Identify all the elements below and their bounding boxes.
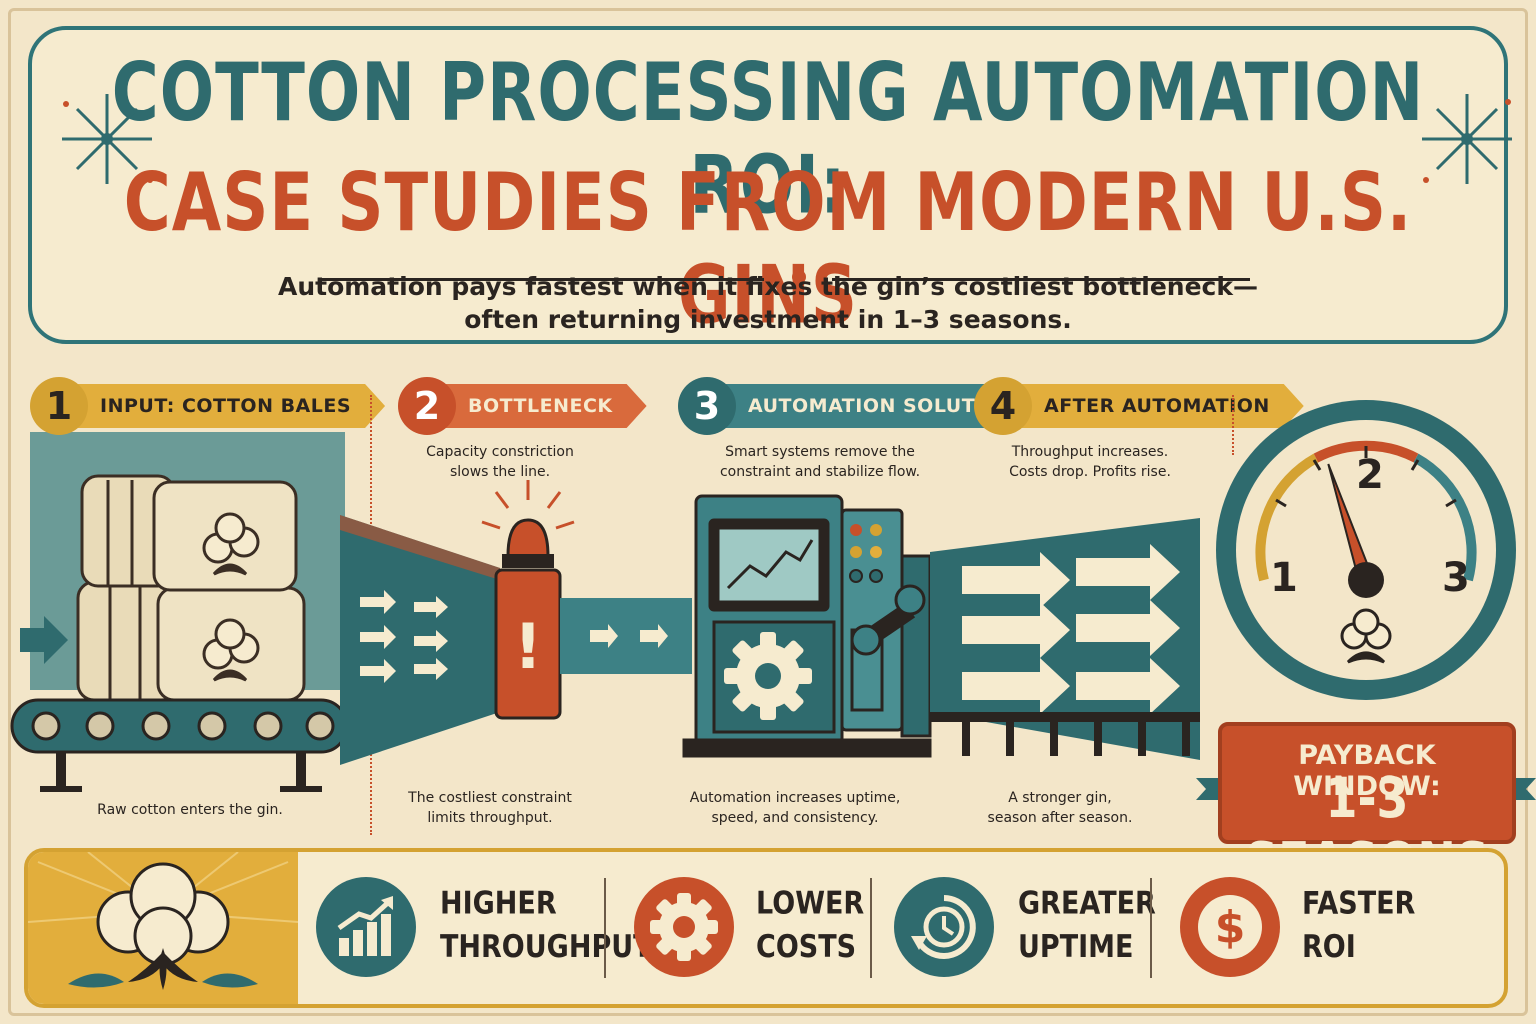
step-2-bottom-note: The costliest constraint limits throughp…	[390, 788, 590, 828]
step-2-top-note-line-1: Capacity constriction	[426, 444, 574, 460]
gauge-tick-3: 3	[1442, 555, 1470, 601]
benefit-4-text: FASTER ROI	[1302, 882, 1415, 969]
gauge-arc-orange	[1313, 440, 1419, 463]
gauge-arc-yellow	[1255, 453, 1319, 582]
step-3-number: 3	[678, 377, 736, 435]
gear-icon	[650, 893, 718, 961]
page-frame	[8, 8, 1528, 1016]
output-arrows	[962, 544, 1180, 714]
benefit-separator-1	[604, 878, 606, 978]
bottleneck-warning-icon: !	[514, 610, 542, 683]
benefit-3-line-1: GREATER	[1018, 885, 1156, 922]
step-4-badge: 4 AFTER AUTOMATION	[974, 375, 1304, 437]
payback-wings	[1196, 778, 1536, 800]
title-rule-dot	[792, 270, 806, 284]
step-2-number: 2	[398, 377, 456, 435]
step-1-label: INPUT: COTTON BALES	[74, 384, 385, 428]
title-rule-right	[832, 278, 1250, 281]
gauge-dial	[1255, 440, 1477, 664]
gauge-arc-teal	[1413, 453, 1477, 582]
step-4-bottom-note-line-2: season after season.	[987, 810, 1133, 826]
step-2-top-note-line-2: slows the line.	[449, 464, 551, 480]
conveyor-belt	[10, 698, 349, 792]
step-divider-2	[1232, 395, 1234, 455]
step-3-top-note-line-2: constraint and stabilize flow.	[719, 464, 921, 480]
input-arrow-icon	[20, 616, 68, 664]
bar-chart-icon	[337, 896, 393, 956]
benefit-1-text: HIGHER THROUGHPUT	[440, 882, 652, 969]
step-4-bottom-note: A stronger gin, season after season.	[970, 788, 1150, 828]
machine-gear-icon	[724, 632, 812, 720]
monitor-trend-line	[726, 539, 814, 590]
gauge-cotton-icon	[1340, 608, 1392, 664]
benefit-1-line-1: HIGHER	[440, 885, 557, 922]
benefit-4-circle: $	[1180, 877, 1280, 977]
step-1-number: 1	[30, 377, 88, 435]
benefit-separator-3	[1150, 878, 1152, 978]
benefit-1-circle	[316, 877, 416, 977]
benefit-2-line-1: LOWER	[756, 885, 865, 922]
step-2-badge: 2 BOTTLENECK	[398, 375, 647, 437]
control-lights	[849, 524, 883, 583]
cotton-bales	[76, 474, 306, 702]
step-3-bottom-note-line-2: speed, and consistency.	[711, 810, 879, 826]
output-supports	[930, 712, 1200, 756]
benefit-2-circle	[634, 877, 734, 977]
gauge-tick-1: 1	[1270, 555, 1298, 601]
step-3-bottom-note-line-1: Automation increases uptime,	[689, 790, 901, 806]
gauge-tick-2: 2	[1356, 452, 1384, 498]
cotton-flower-icon	[202, 512, 260, 682]
funnel-arrows	[360, 590, 448, 683]
alarm-light-icon	[481, 480, 575, 568]
clock-icon	[911, 895, 976, 959]
benefit-3-line-2: UPTIME	[1018, 929, 1134, 966]
title-banner: COTTON PROCESSING AUTOMATION ROI: CASE S…	[28, 26, 1508, 344]
step-3-top-note: Smart systems remove the constraint and …	[700, 442, 940, 482]
narrow-pipe	[560, 598, 692, 674]
sparkle-right-icon	[1422, 94, 1512, 184]
step-2-label: BOTTLENECK	[442, 384, 647, 428]
benefit-4-line-2: ROI	[1302, 929, 1356, 966]
benefit-separator-2	[870, 878, 872, 978]
benefit-3-circle	[894, 877, 994, 977]
step-1-bottom-note: Raw cotton enters the gin.	[97, 802, 283, 818]
dollar-icon: $	[1198, 895, 1262, 959]
step-2-bottom-note-line-2: limits throughput.	[427, 810, 553, 826]
payback-banner: PAYBACK WINDOW: 1-3 SEASONS	[1218, 722, 1516, 895]
title-rule-left	[318, 278, 764, 281]
subtitle-line-1: Automation pays fastest when it fixes th…	[277, 272, 1258, 301]
large-cotton-icon	[28, 852, 298, 990]
sparkle-left-icon	[62, 94, 153, 184]
title-line-1: COTTON PROCESSING AUTOMATION ROI:	[111, 47, 1425, 233]
benefit-2-text: LOWER COSTS	[756, 882, 864, 969]
step-2-top-note: Capacity constriction slows the line.	[400, 442, 600, 482]
benefit-2-line-2: COSTS	[756, 929, 857, 966]
subtitle-line-2: often returning investment in 1–3 season…	[464, 305, 1072, 334]
step-3-top-note-line-1: Smart systems remove the	[725, 444, 915, 460]
step-4-label: AFTER AUTOMATION	[1018, 384, 1304, 428]
step-2-bottom-note-line-1: The costliest constraint	[408, 790, 572, 806]
benefit-3-text: GREATER UPTIME	[1018, 882, 1156, 969]
step-4-number: 4	[974, 377, 1032, 435]
step-3-bottom-note: Automation increases uptime, speed, and …	[680, 788, 910, 828]
step-4-bottom-note-line-1: A stronger gin,	[1008, 790, 1112, 806]
title-line-2: CASE STUDIES FROM MODERN U.S. GINS	[123, 157, 1413, 343]
step-4-top-note-line-1: Throughput increases.	[1011, 444, 1169, 460]
benefit-4-line-1: FASTER	[1302, 885, 1416, 922]
gauge-hub	[1348, 562, 1384, 598]
step-4-top-note: Throughput increases. Costs drop. Profit…	[985, 442, 1195, 482]
benefit-1-line-2: THROUGHPUT	[440, 929, 652, 966]
step-1-badge: 1 INPUT: COTTON BALES	[30, 375, 385, 437]
payback-label: PAYBACK WINDOW:	[1293, 740, 1441, 802]
robot-arm	[850, 584, 926, 712]
step-4-top-note-line-2: Costs drop. Profits rise.	[1009, 464, 1171, 480]
